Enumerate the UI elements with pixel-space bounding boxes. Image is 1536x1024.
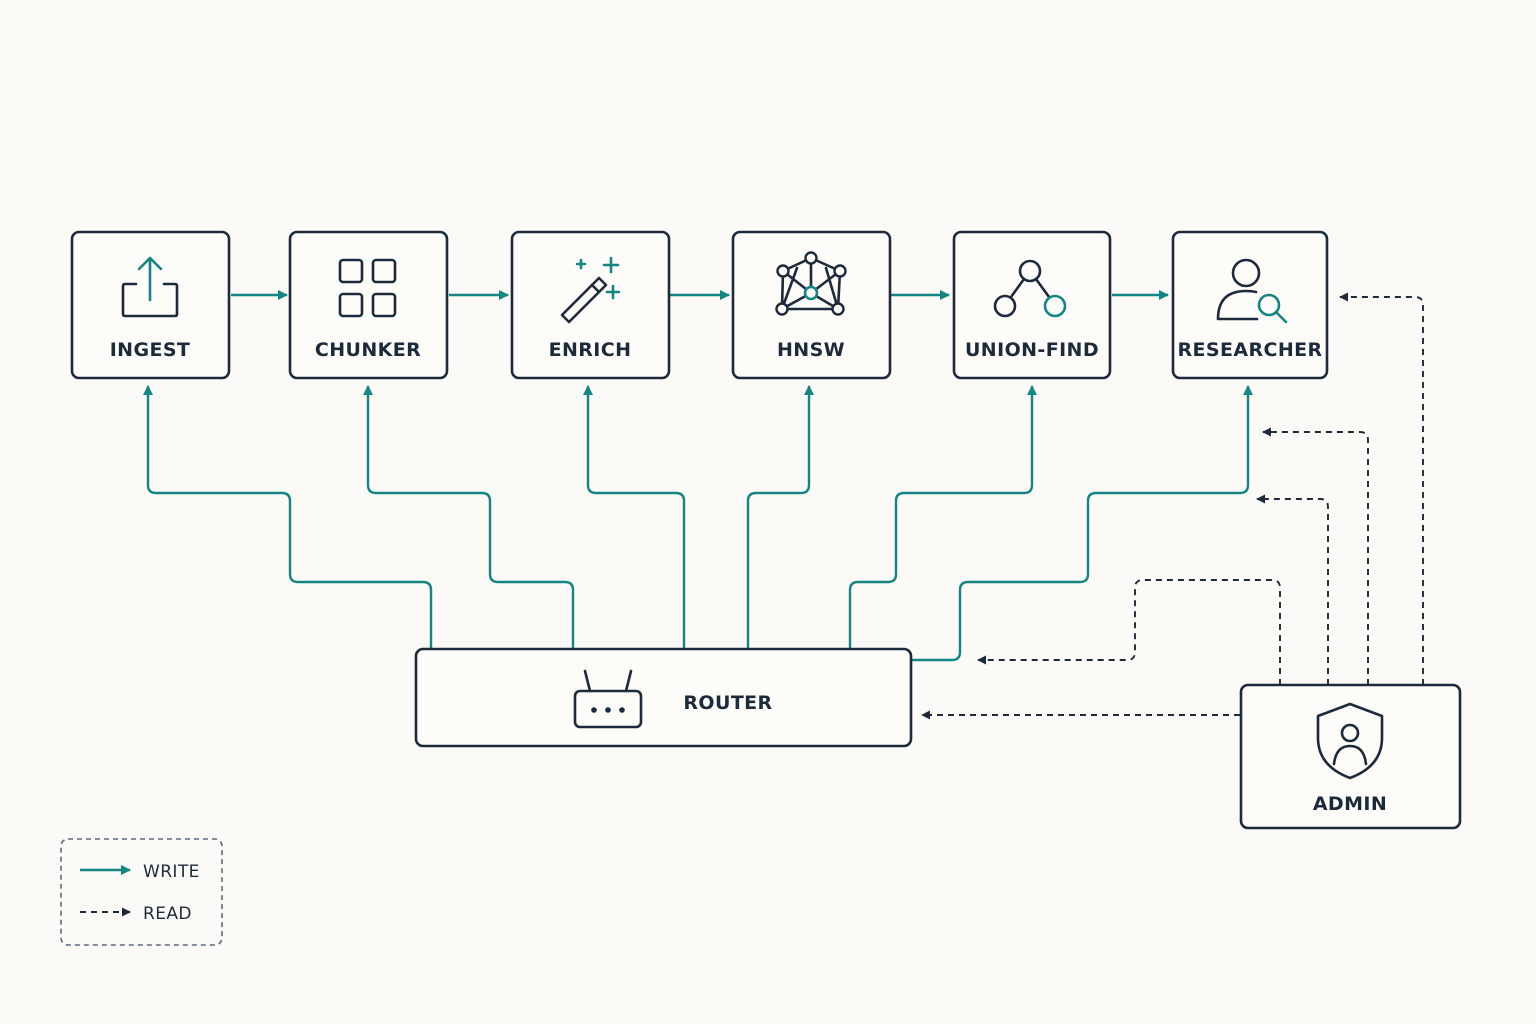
- researcher-box: [1171, 230, 1329, 380]
- enrich-box: [510, 230, 671, 380]
- grid-icon: [338, 258, 397, 318]
- hnsw-label: HNSW: [777, 339, 845, 361]
- edge-router-to-enrich: [583, 385, 686, 648]
- legend-box: [60, 838, 223, 946]
- hnsw-box: [731, 230, 892, 380]
- edge-admin-read-researcher-3: [1256, 494, 1329, 685]
- node-researcher: RESEARCHER: [1171, 230, 1329, 380]
- edge-router-to-chunker: [363, 385, 575, 648]
- edge-admin-read-router-1: [977, 579, 1281, 685]
- node-chunker: CHUNKER: [288, 230, 449, 380]
- edge-admin-read-researcher-2: [1262, 427, 1369, 685]
- legend-write-label: WRITE: [143, 862, 200, 882]
- ingest-label: INGEST: [110, 339, 191, 361]
- router-label: ROUTER: [683, 692, 772, 714]
- legend: WRITE READ: [60, 838, 223, 946]
- node-admin: ADMIN: [1239, 683, 1462, 830]
- edge-router-to-researcher: [912, 385, 1253, 662]
- chunker-box: [288, 230, 449, 380]
- user-search-icon: [1216, 258, 1288, 324]
- node-ingest: INGEST: [70, 230, 231, 380]
- admin-box: [1239, 683, 1462, 830]
- shield-user-icon: [1316, 702, 1384, 780]
- edge-admin-read-researcher-1: [1339, 292, 1424, 685]
- tree-merge-icon: [993, 259, 1067, 318]
- router-icon: [573, 669, 643, 729]
- union-find-box: [952, 230, 1112, 380]
- edge-router-to-hnsw: [746, 385, 814, 648]
- magic-wand-icon: [560, 256, 621, 324]
- node-router: ROUTER: [414, 647, 913, 748]
- node-enrich: ENRICH: [510, 230, 671, 380]
- node-hnsw: HNSW: [731, 230, 892, 380]
- router-edges: [143, 385, 1253, 662]
- edge-router-to-ingest: [143, 385, 433, 648]
- ingest-box: [70, 230, 231, 380]
- chunker-label: CHUNKER: [315, 339, 421, 361]
- enrich-label: ENRICH: [549, 339, 632, 361]
- upload-icon: [121, 256, 179, 318]
- researcher-label: RESEARCHER: [1177, 339, 1322, 361]
- admin-label: ADMIN: [1313, 793, 1387, 815]
- router-box: [414, 647, 913, 748]
- edge-router-to-union-find: [848, 385, 1037, 648]
- admin-edges: [921, 292, 1424, 720]
- graph-network-icon: [775, 251, 847, 316]
- node-union-find: UNION-FIND: [952, 230, 1112, 380]
- legend-read-label: READ: [143, 904, 192, 924]
- union-find-label: UNION-FIND: [965, 339, 1099, 361]
